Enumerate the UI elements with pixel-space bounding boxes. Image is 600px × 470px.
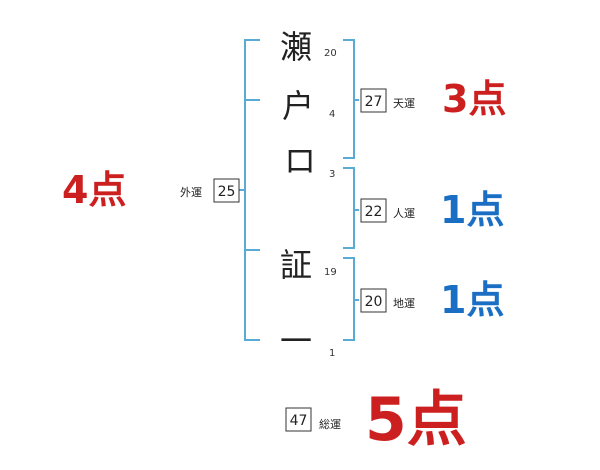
outer-bracket-line — [244, 39, 260, 341]
heaven-fortune-label: 天運 — [393, 97, 415, 110]
earth-bracket — [343, 257, 355, 341]
person-fortune: 22 人運 1点 — [360, 188, 504, 232]
earth-fortune-box — [360, 288, 387, 313]
total-fortune: 47 総運 5点 — [285, 385, 467, 455]
name-column: 瀬 20 户 4 ロ 3 証 19 一 1 — [280, 28, 337, 360]
outer-fortune: 4点 外運 25 — [62, 168, 240, 212]
name-char-1: 瀬 — [280, 28, 312, 66]
person-fortune-label: 人運 — [393, 207, 415, 220]
name-char-3: ロ — [284, 142, 316, 180]
outer-fortune-score: 4点 — [62, 168, 126, 212]
person-fortune-box — [360, 198, 387, 223]
name-char-5: 一 — [280, 322, 312, 360]
heaven-fortune: 27 天運 3点 — [360, 77, 506, 121]
person-bracket — [343, 167, 355, 249]
heaven-fortune-box — [360, 88, 387, 113]
outer-fortune-label: 外運 — [180, 186, 202, 199]
earth-fortune-value: 20 — [365, 294, 383, 310]
outer-bracket — [239, 39, 260, 341]
earth-fortune-label: 地運 — [393, 297, 415, 310]
stroke-count-4: 19 — [324, 267, 337, 278]
name-char-4: 証 — [280, 246, 312, 284]
stroke-count-5: 1 — [329, 348, 335, 359]
outer-fortune-box — [213, 178, 240, 203]
person-fortune-value: 22 — [365, 204, 383, 220]
stroke-count-1: 20 — [324, 48, 337, 59]
heaven-bracket — [343, 39, 355, 159]
earth-fortune: 20 地運 1点 — [360, 278, 504, 322]
total-fortune-label: 総運 — [319, 417, 341, 431]
stroke-count-2: 4 — [329, 109, 335, 120]
outer-fortune-value: 25 — [218, 184, 236, 200]
heaven-fortune-value: 27 — [365, 94, 383, 110]
stroke-count-3: 3 — [329, 169, 335, 180]
heaven-fortune-score: 3点 — [442, 77, 506, 121]
earth-fortune-score: 1点 — [440, 278, 504, 322]
right-brackets — [343, 39, 359, 341]
person-fortune-score: 1点 — [440, 188, 504, 232]
total-fortune-value: 47 — [290, 413, 308, 429]
name-char-2: 户 — [282, 87, 314, 125]
total-fortune-box — [285, 407, 312, 432]
total-fortune-score: 5点 — [365, 385, 467, 455]
